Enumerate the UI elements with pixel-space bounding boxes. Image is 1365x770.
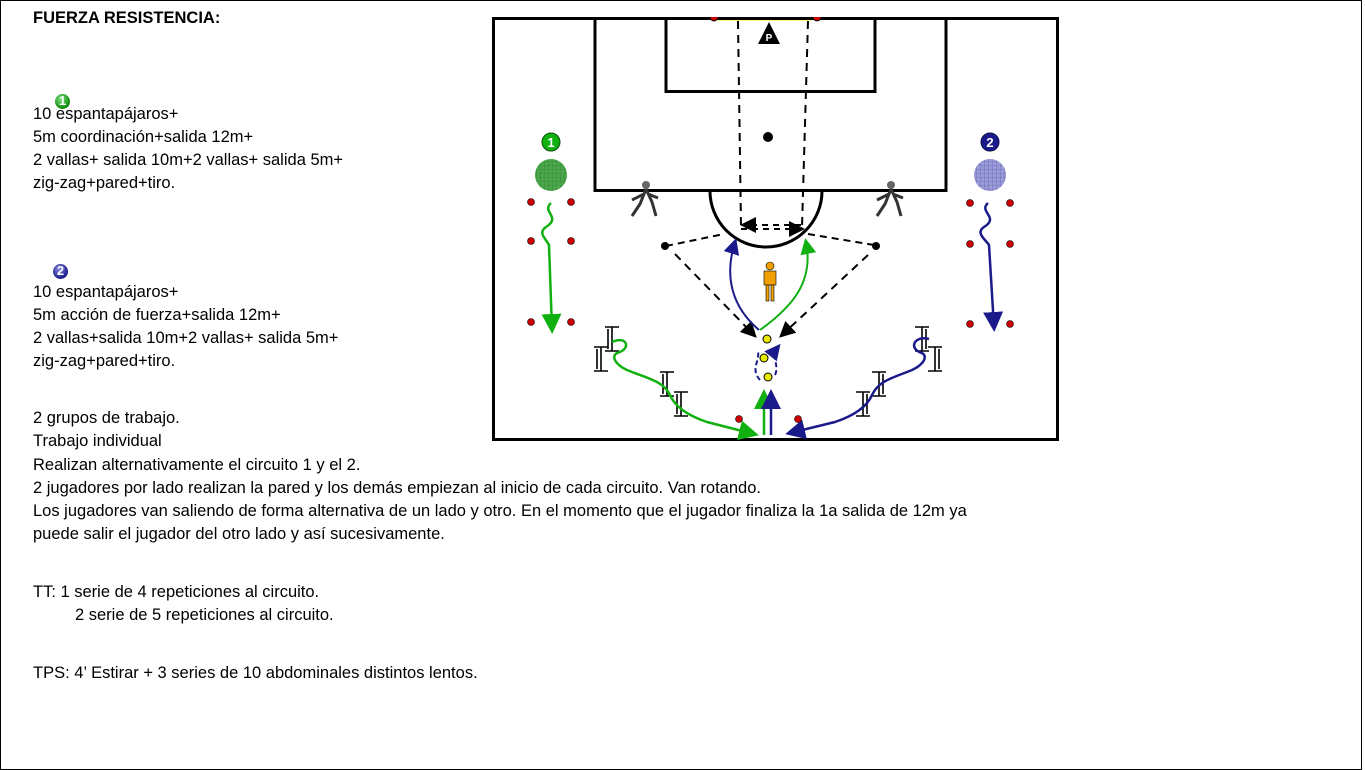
- note-line-5: Los jugadores van saliendo de forma alte…: [33, 502, 967, 520]
- circuit-1-line-2: 5m coordinación+salida 12m+: [33, 128, 254, 146]
- cone-marker: [812, 17, 822, 22]
- group-1-run-path: [541, 202, 562, 334]
- note-line-2: Trabajo individual: [33, 432, 162, 450]
- page-title: FUERZA RESISTENCIA:: [33, 9, 221, 27]
- cone-marker: [709, 17, 719, 22]
- group-2-shot-path: [723, 238, 760, 331]
- wall-player-left-icon: [630, 181, 659, 217]
- note-line-4: 2 jugadores por lado realizan la pared y…: [33, 479, 761, 497]
- pass-line: [737, 20, 742, 228]
- group-2-players-icon: [974, 159, 1006, 191]
- goalkeeper-label: P: [766, 33, 773, 44]
- pass-line: [674, 253, 757, 338]
- coach-icon: [763, 261, 777, 302]
- cones-group-2: [966, 199, 1014, 328]
- circuit-2-line-2: 5m acción de fuerza+salida 12m+: [33, 306, 281, 324]
- cones-group-1: [527, 198, 575, 326]
- circuit-1-line-1: 10 espantapájaros+: [33, 105, 179, 123]
- pass-line: [801, 20, 809, 228]
- circuit-2-line-4: zig-zag+pared+tiro.: [33, 352, 176, 370]
- pass-line: [665, 233, 725, 247]
- svg-text:2: 2: [986, 135, 993, 150]
- group-2-badge-icon: 2: [53, 263, 68, 279]
- group-2-hurdle-path: [785, 337, 930, 440]
- group-1-players-icon: [535, 159, 567, 191]
- wall-player-right-icon: [875, 181, 904, 217]
- circuit-1-line-3: 2 vallas+ salida 10m+2 vallas+ salida 5m…: [33, 151, 344, 169]
- ball-marker: [872, 242, 880, 250]
- svg-text:1: 1: [547, 135, 554, 150]
- pitch-diagram: P 1 2: [492, 17, 1059, 441]
- hurdles-right-icon: [856, 326, 942, 417]
- circuit-1-line-4: zig-zag+pared+tiro.: [33, 174, 176, 192]
- zig-zag-path: [754, 349, 761, 381]
- group-1-start-badge-icon: 1: [541, 132, 561, 152]
- tt-line-1: TT: 1 serie de 4 repeticiones al circuit…: [33, 583, 320, 601]
- note-line-1: 2 grupos de trabajo.: [33, 409, 180, 427]
- circuit-2-line-3: 2 vallas+salida 10m+2 vallas+ salida 5m+: [33, 329, 339, 347]
- group-2-run-path: [979, 202, 1004, 332]
- hurdles-left-icon: [594, 326, 688, 417]
- pass-line: [779, 254, 869, 338]
- ball-marker: [661, 242, 669, 250]
- cone-marker: [735, 415, 743, 423]
- goalkeeper-icon: [758, 22, 780, 44]
- group-1-badge-icon: 1: [55, 93, 70, 109]
- goal-area: [664, 17, 877, 93]
- tt-line-2: 2 serie de 5 repeticiones al circuito.: [75, 606, 334, 624]
- group-2-start-badge-icon: 2: [980, 132, 1000, 152]
- zig-zag-path: [764, 343, 781, 376]
- tps-line: TPS: 4’ Estirar + 3 series de 10 abdomin…: [33, 664, 478, 682]
- group-1-shot-path: [759, 238, 817, 331]
- group-1-hurdle-path: [611, 338, 759, 440]
- note-line-3: Realizan alternativamente el circuito 1 …: [33, 456, 361, 474]
- circuit-2-line-1: 10 espantapájaros+: [33, 283, 179, 301]
- note-line-6: puede salir el jugador del otro lado y a…: [33, 525, 445, 543]
- penalty-arc: [708, 190, 824, 249]
- cone-marker: [794, 415, 802, 423]
- penalty-spot: [763, 132, 773, 142]
